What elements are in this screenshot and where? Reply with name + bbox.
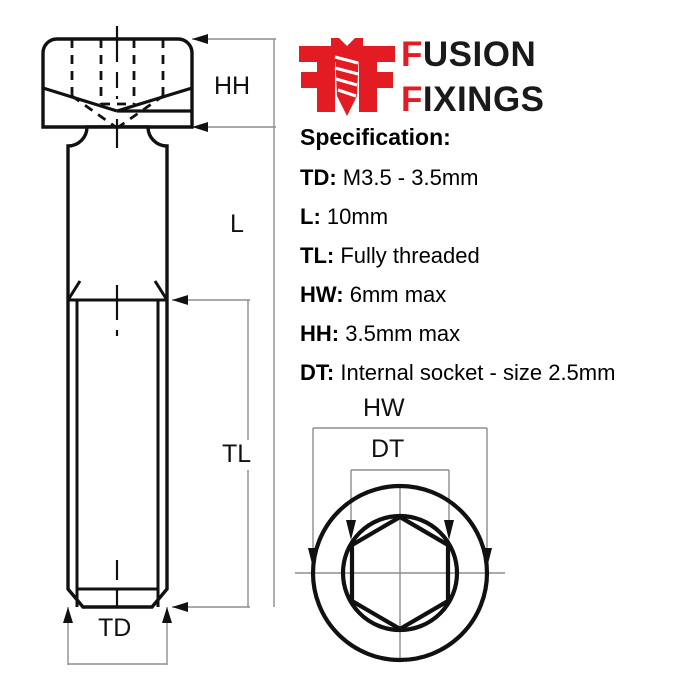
spec-key-hh: HH: xyxy=(300,321,340,346)
hh-arrow-bottom xyxy=(192,122,208,132)
l-arrow-bottom xyxy=(172,602,188,612)
fusion-fixings-logo-icon xyxy=(299,38,395,116)
spec-key-l: L: xyxy=(300,204,321,229)
brand-fusion-initial: F xyxy=(401,35,423,74)
thread-chamfer-right xyxy=(153,280,169,301)
spec-row-tl: TL: Fully threaded xyxy=(300,240,695,271)
end-view-geometry xyxy=(310,483,490,663)
head-chamfer-right xyxy=(116,86,193,113)
dimension-label-dt: DT xyxy=(371,435,405,463)
dimension-label-hw: HW xyxy=(363,394,405,422)
spec-value-hh: 3.5mm max xyxy=(345,321,461,346)
spec-value-td: M3.5 - 3.5mm xyxy=(342,165,479,190)
brand-block: FUSION FIXINGS xyxy=(297,30,677,125)
brand-line-fixings: FIXINGS xyxy=(401,77,671,122)
spec-key-dt: DT: xyxy=(300,360,335,385)
spec-value-l: 10mm xyxy=(326,204,389,229)
dimension-label-tl: TL xyxy=(222,440,252,468)
spec-key-tl: TL: xyxy=(300,243,335,268)
specification-panel: Specification: TD: M3.5 - 3.5mm L: 10mm … xyxy=(300,122,695,396)
dimension-label-hh: HH xyxy=(214,72,251,100)
logo-right-f xyxy=(351,46,395,112)
l-arrow-top xyxy=(172,295,188,305)
head-hidden-socket-detail xyxy=(70,39,165,130)
td-arrow-right xyxy=(162,607,172,623)
spec-value-hw: 6mm max xyxy=(349,282,447,307)
spec-row-hh: HH: 3.5mm max xyxy=(300,318,695,349)
specification-heading: Specification: xyxy=(300,124,451,150)
dimension-label-l: L xyxy=(230,210,244,238)
brand-fusion-rest: USION xyxy=(422,35,537,74)
spec-value-tl: Fully threaded xyxy=(340,243,480,268)
hh-arrow-top xyxy=(192,34,208,44)
brand-fixings-rest: IXINGS xyxy=(422,80,545,119)
dt-arrow-right xyxy=(444,520,454,540)
spec-key-hw: HW: xyxy=(300,282,344,307)
td-arrow-left xyxy=(63,607,73,623)
spec-row-hw: HW: 6mm max xyxy=(300,279,695,310)
spec-row-l: L: 10mm xyxy=(300,201,695,232)
logo-screw-slot xyxy=(339,38,355,46)
logo-screw-glyph xyxy=(331,38,363,116)
spec-key-td: TD: xyxy=(300,165,337,190)
screw-shank-outline xyxy=(66,125,169,609)
brand-line-fusion: FUSION xyxy=(401,32,671,77)
side-view-arrowheads xyxy=(63,34,208,623)
hex-socket-outline xyxy=(349,514,451,632)
dt-arrow-left xyxy=(346,520,356,540)
brand-wordmark: FUSION FIXINGS xyxy=(401,32,671,122)
logo-screw-threads xyxy=(334,55,359,98)
spec-row-td: TD: M3.5 - 3.5mm xyxy=(300,162,695,193)
brand-fixings-initial: F xyxy=(401,80,423,119)
head-outer-circle xyxy=(310,483,490,663)
head-chamfer-left xyxy=(42,86,118,113)
dimension-label-td: TD xyxy=(98,614,132,642)
head-chamfer-detail xyxy=(42,86,193,113)
logo-left-f xyxy=(299,46,343,112)
spec-row-dt: DT: Internal socket - size 2.5mm xyxy=(300,357,695,388)
spec-value-dt: Internal socket - size 2.5mm xyxy=(340,360,616,385)
thread-chamfer-left xyxy=(66,280,82,301)
